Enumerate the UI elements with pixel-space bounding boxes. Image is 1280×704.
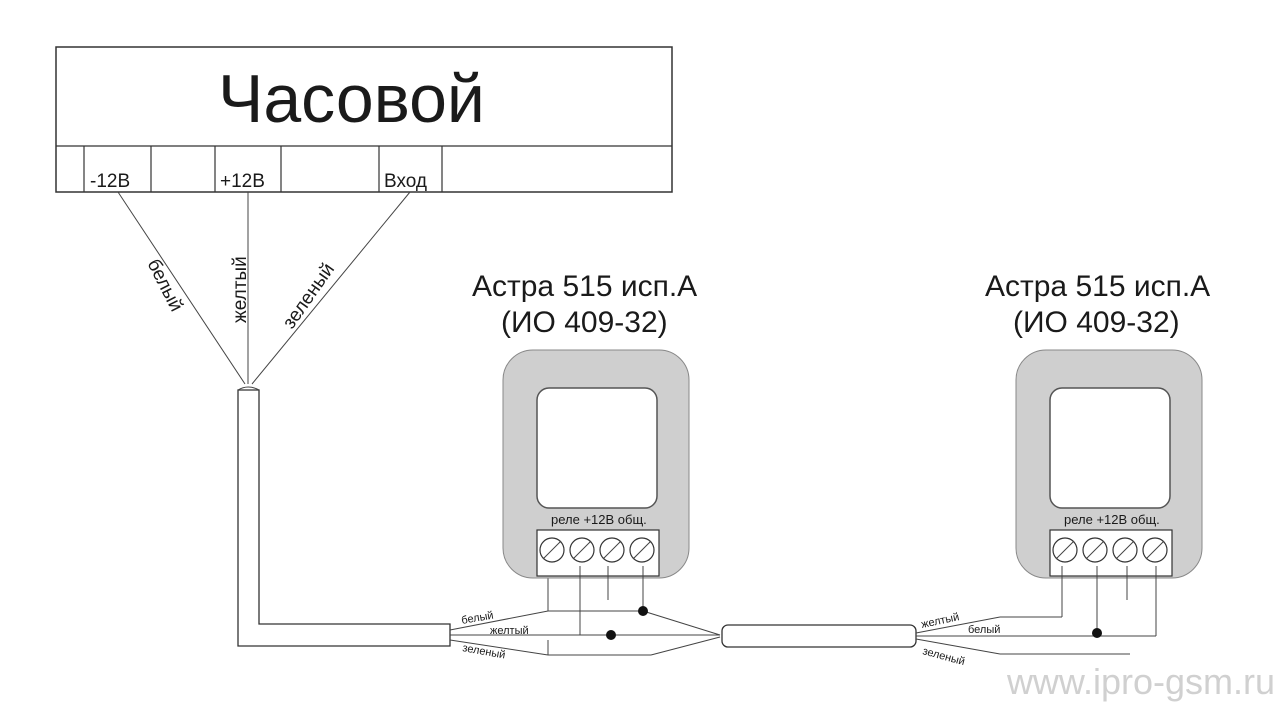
cable-sheath	[237, 389, 451, 647]
sensor-1: Астра 515 исп.А (ИО 409-32) реле +12В об…	[472, 270, 697, 579]
wire-label-green: зеленый	[279, 260, 339, 333]
sensor-1-model: (ИО 409-32)	[501, 306, 668, 339]
sensor-1-window	[536, 387, 658, 509]
cable-main	[237, 386, 451, 647]
junction-dot	[606, 630, 616, 640]
cable-middle	[721, 624, 917, 648]
clock-title: Часовой	[218, 61, 485, 137]
clock-module-body	[55, 46, 673, 193]
junction-dot	[638, 606, 648, 616]
wire-white	[117, 191, 246, 385]
junction-dot	[1092, 628, 1102, 638]
sensor-2-window	[1049, 387, 1171, 509]
sensor-1-screws	[539, 537, 655, 563]
terminal-minus12v: -12В	[90, 171, 130, 192]
watermark: www.ipro-gsm.ru	[1006, 661, 1275, 702]
terminal-input: Вход	[384, 171, 427, 192]
wire-green	[251, 191, 411, 385]
sensor-2-model: (ИО 409-32)	[1013, 306, 1180, 339]
sensor-2-wiring	[1000, 566, 1157, 655]
j1-label-yellow: желтый	[490, 625, 529, 637]
wire-label-yellow: желтый	[230, 256, 251, 323]
sensor-1-terminal-labels: реле +12В общ.	[551, 512, 647, 527]
sensor-1-wiring	[548, 566, 721, 656]
junction-1: белый желтый зеленый	[449, 578, 549, 661]
sensor-2-screws	[1052, 537, 1168, 563]
sensor-1-name: Астра 515 исп.А	[472, 270, 697, 303]
terminal-plus12v: +12В	[220, 171, 265, 192]
sensor-2-terminal-labels: реле +12В общ.	[1064, 512, 1160, 527]
clock-wires: белый желтый зеленый	[117, 191, 411, 385]
j2-label-white: белый	[968, 624, 1000, 636]
junction-2: желтый белый зеленый	[915, 611, 1000, 668]
cable-end	[237, 386, 260, 391]
j1-label-white: белый	[460, 610, 494, 627]
j1-label-green: зеленый	[461, 642, 506, 661]
j2-label-green: зеленый	[921, 645, 966, 668]
sensor-2-name: Астра 515 исп.А	[985, 270, 1210, 303]
sensor-2: Астра 515 исп.А (ИО 409-32) реле +12В об…	[985, 270, 1210, 579]
clock-module: Часовой -12В +12В Вход	[55, 46, 673, 193]
